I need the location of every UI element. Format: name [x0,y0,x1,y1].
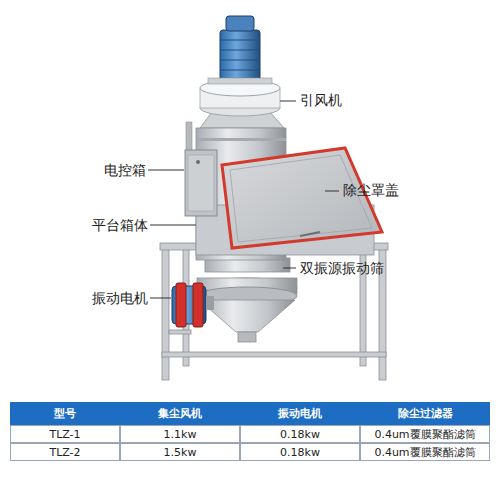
table-header-cell: 振动电机 [240,402,360,425]
part-label: 平台箱体 [92,217,148,234]
table-text: 0.4um覆膜聚酯滤筒 [374,427,475,442]
part-label: 双振源振动筛 [300,260,384,277]
table-header-cell: 集尘风机 [120,402,240,425]
table-cell: 0.18kw [240,443,360,461]
table-cell: TLZ-2 [10,443,120,461]
part-label: 电控箱 [104,162,146,179]
table-text: 0.18kw [280,446,320,459]
vibration-motor [172,283,214,327]
table-cell: TLZ-1 [10,425,120,443]
table-cell: 0.4um覆膜聚酯滤筒 [360,425,490,443]
table-text: TLZ-2 [49,446,80,459]
table-text: 除尘过滤器 [398,406,453,421]
part-label: 振动电机 [92,290,148,307]
table-text: 0.18kw [280,428,320,441]
vibrating-screen [197,258,297,342]
part-label: 除尘罩盖 [343,182,399,199]
induced-draft-fan [200,16,280,116]
table-cell: 1.5kw [120,443,240,461]
table-text: 集尘风机 [158,406,202,421]
part-label: 引风机 [300,92,342,109]
control-box [185,150,217,216]
table-text: 振动电机 [278,406,322,421]
table-cell: 1.1kw [120,425,240,443]
table-cell: 0.4um覆膜聚酯滤筒 [360,443,490,461]
table-text: TLZ-1 [49,428,80,441]
table-text: 1.5kw [164,446,197,459]
support-frame [160,243,388,380]
table-text: 1.1kw [164,428,197,441]
table-header-cell: 型号 [10,402,120,425]
table-header-cell: 除尘过滤器 [360,402,490,425]
table-text: 0.4um覆膜聚酯滤筒 [374,445,475,460]
table-text: 型号 [54,406,76,421]
table-cell: 0.18kw [240,425,360,443]
